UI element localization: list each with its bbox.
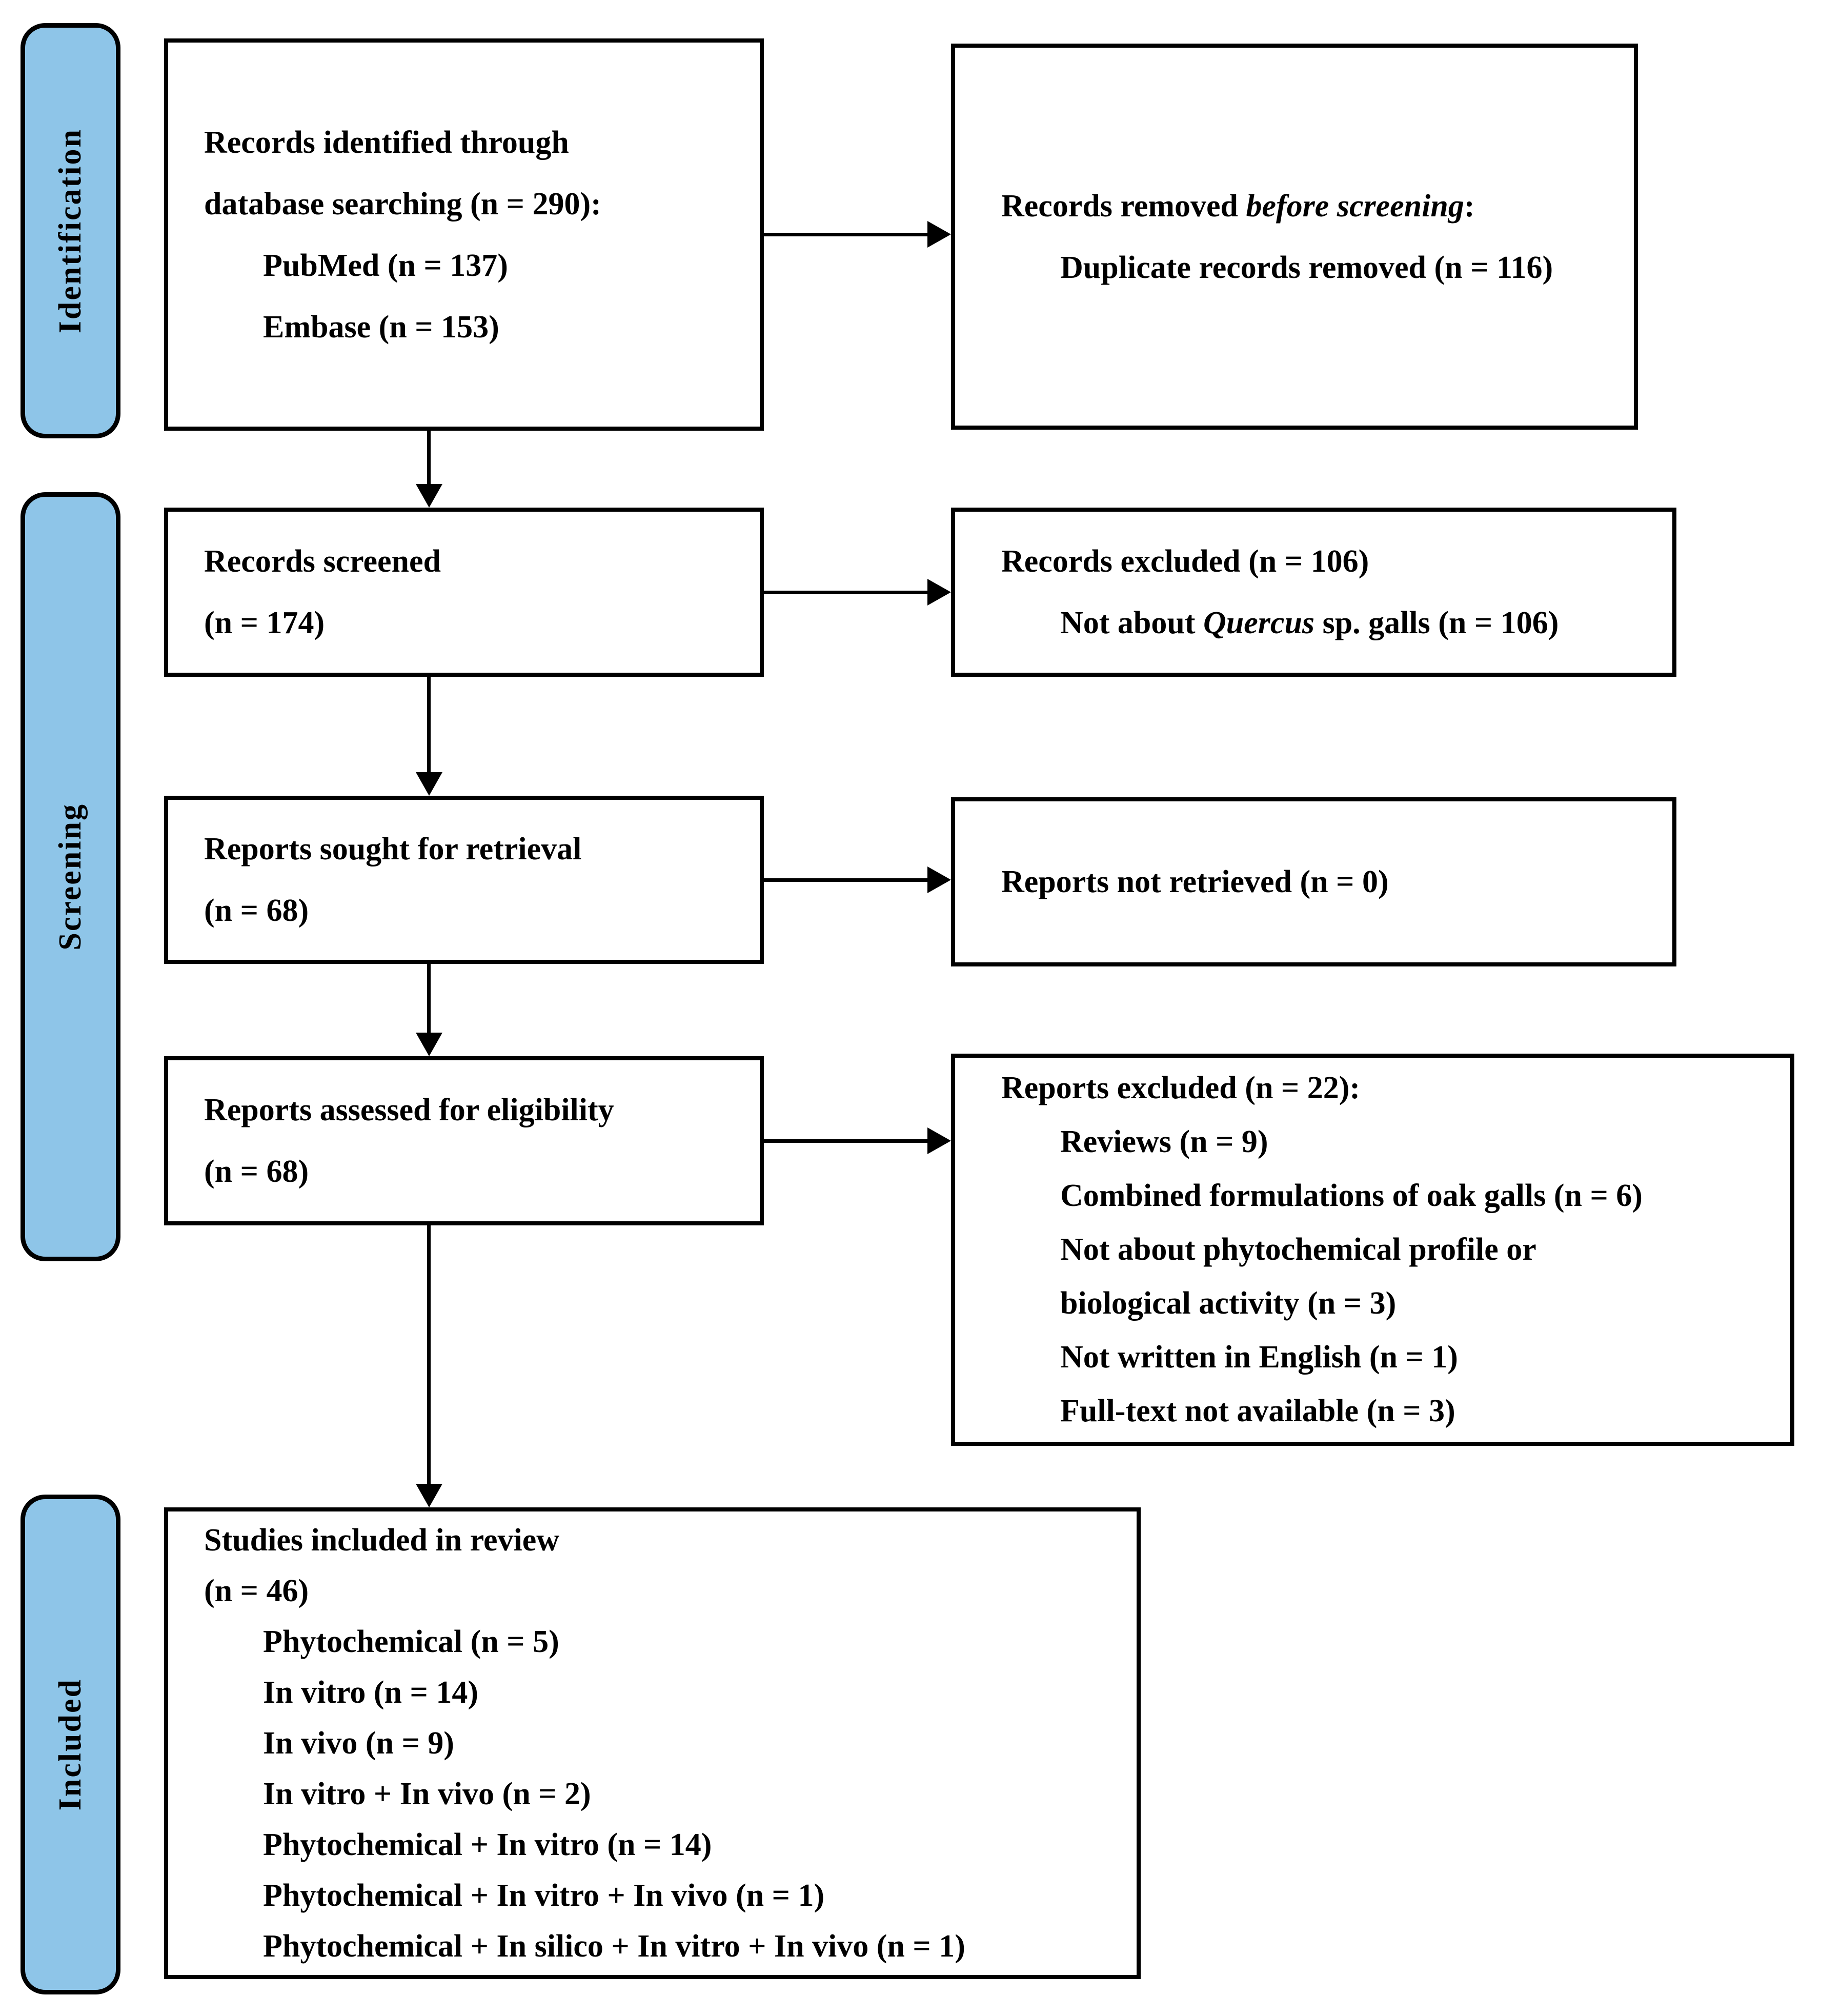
stage-label-included: Included: [21, 1495, 120, 1994]
records-identified-pubmed: PubMed (n = 137): [263, 248, 508, 283]
records-excluded-line-2: Not about Quercus sp. galls (n = 106): [1060, 606, 1559, 640]
arrow-right-icon: [927, 866, 951, 893]
arrow-down-icon: [416, 484, 442, 508]
stage-label-screening-text: Screening: [53, 803, 88, 951]
reports-excluded-item: biological activity (n = 3): [1060, 1286, 1397, 1321]
reports-excluded-item: Not written in English (n = 1): [1060, 1340, 1458, 1375]
stage-label-identification-text: Identification: [53, 128, 88, 334]
arrow-right-icon: [927, 221, 951, 248]
connector-sought-to-not-retrieved: [764, 878, 927, 882]
studies-included-item: In vitro + In vivo (n = 2): [263, 1776, 591, 1811]
box-records-identified: Records identified through database sear…: [164, 38, 764, 431]
box-reports-sought: Reports sought for retrieval (n = 68): [164, 796, 764, 964]
records-screened-line-1: Records screened: [204, 544, 441, 579]
studies-included-item: Phytochemical + In vitro (n = 14): [263, 1827, 712, 1862]
box-studies-included: Studies included in review (n = 46) Phyt…: [164, 1507, 1141, 1979]
reports-sought-line-1: Reports sought for retrieval: [204, 832, 582, 866]
box-records-removed: Records removed before screening: Duplic…: [951, 44, 1638, 430]
records-screened-line-2: (n = 174): [204, 606, 325, 640]
reports-sought-line-2: (n = 68): [204, 893, 309, 928]
arrow-right-icon: [927, 1127, 951, 1154]
studies-included-item: Phytochemical + In silico + In vitro + I…: [263, 1928, 965, 1964]
studies-included-item: In vitro (n = 14): [263, 1675, 478, 1710]
connector-assessed-to-included: [427, 1225, 431, 1484]
stage-label-identification: Identification: [21, 23, 120, 438]
box-reports-not-retrieved: Reports not retrieved (n = 0): [951, 797, 1676, 966]
studies-included-line-2: (n = 46): [204, 1573, 309, 1608]
connector-sought-to-assessed: [427, 964, 431, 1033]
records-identified-embase: Embase (n = 153): [263, 309, 499, 345]
records-removed-line-1: Records removed before screening:: [1001, 188, 1475, 224]
duplicates-removed-line: Duplicate records removed (n = 116): [1060, 250, 1553, 285]
arrow-right-icon: [927, 579, 951, 606]
connector-screened-to-excluded: [764, 591, 927, 594]
box-records-screened: Records screened (n = 174): [164, 508, 764, 677]
reports-excluded-item: Full-text not available (n = 3): [1060, 1394, 1455, 1428]
reports-excluded-item: Not about phytochemical profile or: [1060, 1232, 1536, 1267]
connector-assessed-to-reports-excluded: [764, 1139, 927, 1143]
arrow-down-icon: [416, 772, 442, 796]
reports-assessed-line-1: Reports assessed for eligibility: [204, 1093, 614, 1127]
quercus-italic: Quercus: [1203, 606, 1315, 640]
box-reports-assessed: Reports assessed for eligibility (n = 68…: [164, 1056, 764, 1225]
reports-excluded-item: Combined formulations of oak galls (n = …: [1060, 1178, 1643, 1213]
stage-label-screening: Screening: [21, 492, 120, 1261]
reports-assessed-line-2: (n = 68): [204, 1154, 309, 1189]
records-excluded-line-1: Records excluded (n = 106): [1001, 544, 1369, 579]
box-reports-excluded: Reports excluded (n = 22): Reviews (n = …: [951, 1054, 1794, 1446]
records-identified-line-2: database searching (n = 290):: [204, 186, 601, 221]
studies-included-line-1: Studies included in review: [204, 1522, 560, 1558]
before-screening-italic: before screening: [1246, 188, 1464, 224]
reports-excluded-heading: Reports excluded (n = 22):: [1001, 1071, 1361, 1105]
connector-identified-to-removed: [764, 233, 927, 236]
stage-label-included-text: Included: [53, 1678, 88, 1811]
studies-included-item: Phytochemical + In vitro + In vivo (n = …: [263, 1878, 825, 1913]
studies-included-item: In vivo (n = 9): [263, 1725, 454, 1761]
records-identified-line-1: Records identified through: [204, 125, 569, 160]
arrow-down-icon: [416, 1033, 442, 1056]
studies-included-item: Phytochemical (n = 5): [263, 1624, 559, 1659]
reports-excluded-item: Reviews (n = 9): [1060, 1124, 1268, 1159]
connector-identified-to-screened: [427, 431, 431, 484]
arrow-down-icon: [416, 1484, 442, 1507]
connector-screened-to-sought: [427, 677, 431, 772]
box-records-excluded: Records excluded (n = 106) Not about Que…: [951, 508, 1676, 677]
reports-not-retrieved-line: Reports not retrieved (n = 0): [1001, 864, 1389, 899]
